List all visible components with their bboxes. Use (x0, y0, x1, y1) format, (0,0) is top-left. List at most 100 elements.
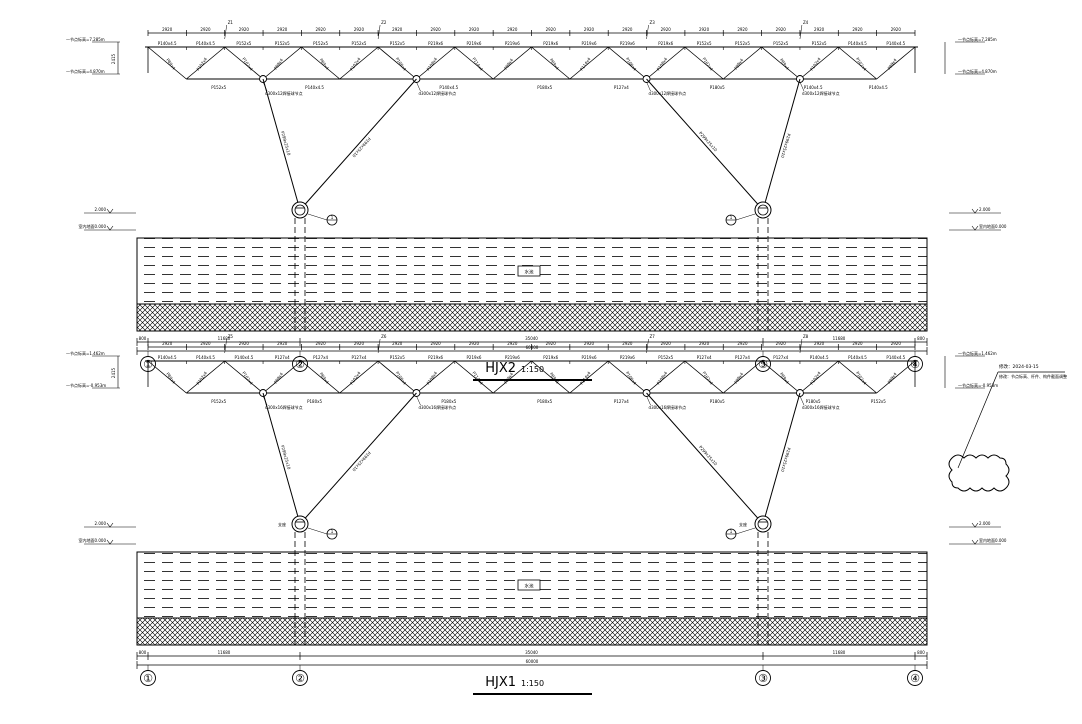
diagonal-section: P108x4 (395, 56, 408, 71)
panel-dim-value: 2920 (507, 341, 518, 346)
panel-dim-value: 2920 (891, 341, 902, 346)
diagonal-member (761, 46, 801, 80)
panel-dim-value: 2920 (622, 27, 633, 32)
diagonal-member (224, 46, 264, 80)
diagonal-member (761, 360, 801, 394)
diagonal-member (531, 46, 571, 80)
top-chord-section: P152x5 (313, 41, 328, 46)
diagonal-member (492, 46, 532, 80)
diagonal-member (569, 360, 609, 394)
node-tag: Z6 (381, 334, 387, 339)
bottom-chord-section: P127x4 (614, 399, 629, 404)
revision-text: 修改：节点标高、杆件、构件截面调整 (999, 373, 1067, 379)
diagonal-member (454, 360, 494, 394)
diagonal-member (377, 360, 417, 394)
top-chord-section: P219x6 (466, 355, 481, 360)
diagonal-section: P108x4 (426, 56, 439, 71)
diagonal-member (876, 360, 916, 394)
axis-label: ③ (758, 358, 768, 371)
pool-label-box (517, 579, 541, 591)
top-chord-section: P152x5 (697, 41, 712, 46)
detail-mark: 1 (730, 215, 733, 220)
diagonal-section: P108x4 (656, 370, 669, 385)
diagonal-section: P89x4 (273, 371, 284, 384)
panel-dim-value: 2920 (814, 341, 825, 346)
diagonal-member (262, 360, 302, 394)
axis-label: ③ (758, 672, 768, 685)
panel-dim-value: 2920 (277, 27, 288, 32)
ball-joint-note: d300x12焊接球节点 (649, 90, 687, 96)
revision-note: 修改：2024-03-15 修改：节点标高、杆件、构件截面调整 (948, 363, 1067, 492)
diagonal-member (492, 360, 532, 394)
node-tag-leader (646, 24, 649, 40)
ball-joint-leader (416, 81, 421, 92)
node-tag-leader (799, 24, 803, 40)
level-value: 一节点标高=1.462m (66, 350, 105, 356)
diagonal-section: P89x4 (886, 371, 897, 384)
node-tag: Z1 (228, 20, 234, 25)
truss-depth-value: 2415 (111, 53, 116, 64)
diagonal-section: P89x4 (549, 58, 560, 71)
diagonal-section: P114x4 (471, 370, 484, 385)
diagonal-member (262, 46, 302, 80)
top-chord-section: P127x4 (697, 355, 712, 360)
truss-elevation-hjx2: 2920 2920 2920 2920 2920 2920 2920 2920 2920 2920… (66, 20, 1007, 381)
top-chord-section: P219x6 (466, 41, 481, 46)
level-value: 一节点标高=1.462m (958, 350, 997, 356)
top-chord-section: P152x5 (390, 355, 405, 360)
diagonal-member (339, 46, 379, 80)
dim-value: 11680 (218, 650, 231, 655)
top-chord-section: P140x4.5 (886, 355, 905, 360)
diagonal-section: P102x4 (349, 370, 362, 385)
support-side-tag: 支座 (278, 521, 286, 527)
inclined-strut (762, 78, 801, 211)
diagonal-member (186, 360, 225, 394)
detail-mark: 1 (730, 529, 733, 534)
strut-section: P299x25x10 (698, 445, 719, 467)
diagonal-section: P102x4 (855, 370, 868, 385)
level-marker (971, 522, 979, 528)
ball-joint-note: d300x16焊接球节点 (265, 404, 303, 410)
diagonal-member (799, 46, 839, 80)
diagonal-section: P114x4 (579, 370, 592, 385)
top-chord-section: P140x4.5 (158, 355, 177, 360)
panel-dim-value: 2920 (315, 341, 326, 346)
ball-joint-leader (646, 395, 651, 406)
support-ring (291, 515, 309, 533)
detail-mark: 1 (331, 529, 334, 534)
panel-dim-value: 2920 (737, 341, 748, 346)
panel-dim-value: 2920 (661, 341, 672, 346)
panel-dim-value: 2920 (699, 27, 710, 32)
diagonal-member (147, 360, 187, 394)
support-ring-inner (294, 518, 306, 530)
support-ring (291, 201, 309, 219)
top-chord-section: P219x6 (658, 41, 673, 46)
panel-dim-value: 2920 (546, 341, 557, 346)
top-chord-section: P140x4.5 (848, 355, 867, 360)
drawing-title: HJX2 (485, 361, 516, 376)
diagonal-member (416, 46, 456, 80)
diagonal-section: P89x4 (779, 372, 790, 385)
level-value: 2.000 (979, 521, 991, 526)
top-chord-section: P140x4.5 (196, 41, 215, 46)
dim-value: 35040 (525, 336, 538, 341)
panel-dim-value: 2920 (162, 27, 173, 32)
inclined-strut (262, 78, 301, 211)
diagonal-member (684, 46, 724, 80)
revision-date: 修改：2024-03-15 (999, 363, 1039, 370)
strut-section: P299x25x10 (698, 131, 719, 153)
panel-dim-value: 2920 (277, 341, 288, 346)
diagonal-member (377, 46, 417, 80)
diagonal-section: P89x4 (319, 372, 330, 385)
level-value: 室内地面0.000 (79, 537, 107, 543)
diagonal-member (531, 360, 571, 394)
level-value: 室内地面0.000 (979, 537, 1007, 543)
level-marker (106, 539, 114, 545)
top-chord-section: P127x4 (735, 355, 750, 360)
bottom-chord-section: P180x5 (710, 399, 725, 404)
diagonal-member (339, 360, 379, 394)
level-value: 2.000 (95, 207, 107, 212)
level-value: 2.000 (979, 207, 991, 212)
